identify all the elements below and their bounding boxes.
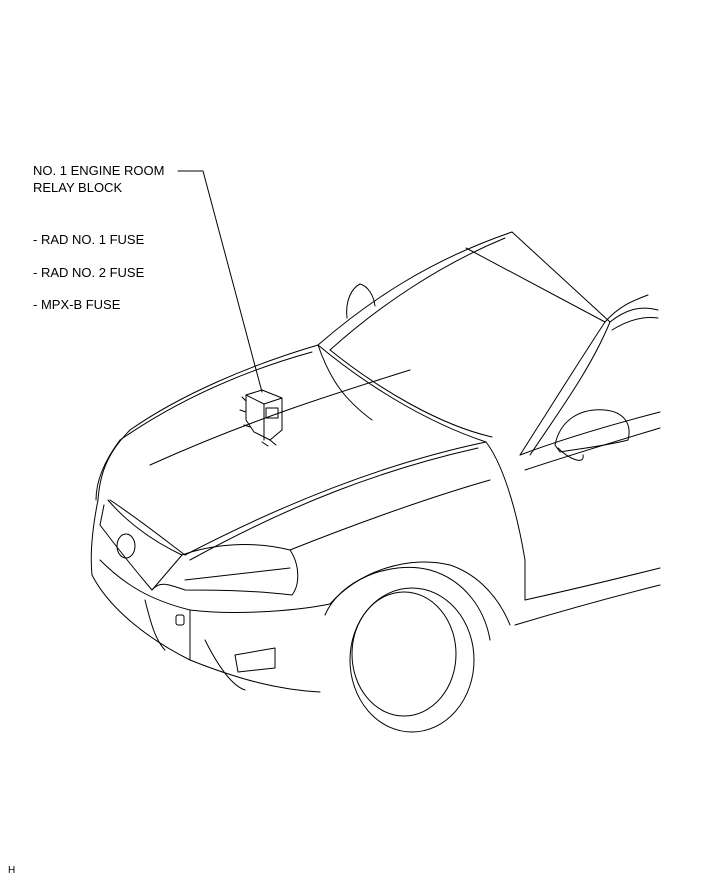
figure-code: H [8,865,16,876]
fuse-item-rad-no2: - RAD NO. 2 FUSE [33,265,145,280]
fuse-item-mpx-b: - MPX-B FUSE [33,297,121,312]
fuse-item-rad-no1: - RAD NO. 1 FUSE [33,232,145,247]
callout-title-line2: RELAY BLOCK [33,180,123,195]
car-windshield [317,231,659,456]
car-side-mirror [554,409,630,461]
callout-leader-line [177,170,263,393]
car-front-fascia [90,499,331,693]
relay-block [239,389,283,447]
car-body-side [289,411,661,626]
car-wiper-fin [346,283,376,319]
car-front-wheel [324,566,491,733]
car-hood [95,344,487,561]
callout-title-line1: NO. 1 ENGINE ROOM [33,163,165,178]
